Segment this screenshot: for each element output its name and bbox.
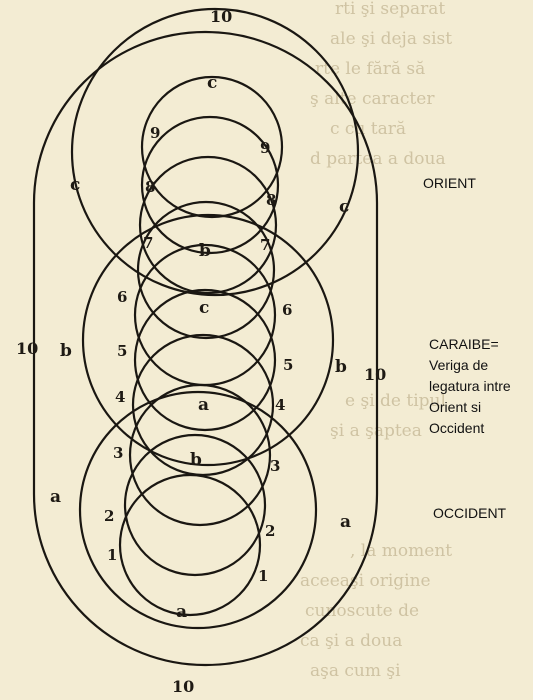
svg-text:ca şi a doua: ca şi a doua: [300, 631, 402, 651]
outer-number-right: 10: [364, 365, 386, 384]
left-number-1: 1: [107, 546, 117, 564]
circle-5: [133, 288, 277, 432]
caraibe-line-1: CARAIBE=: [429, 336, 499, 352]
caraibe-line-3: legatura intre: [429, 378, 511, 394]
circle-3: [128, 383, 272, 527]
right-number-1: 1: [258, 567, 268, 585]
left-number-5: 5: [117, 342, 127, 360]
outer-number-left: 10: [16, 339, 38, 358]
ring-letter-c-left: c: [70, 175, 80, 195]
ring-letter-c-right: c: [339, 197, 349, 217]
circle-c-top: [140, 75, 284, 219]
svg-text:aceeaşi origine: aceeaşi origine: [300, 571, 431, 591]
right-number-6: 6: [282, 301, 292, 319]
center-letter-c-top: c: [207, 73, 217, 93]
occident-annotation: OCCIDENT: [433, 505, 507, 521]
svg-text:rti şi separat: rti şi separat: [335, 0, 445, 19]
caraibe-line-2: Veriga de: [429, 357, 489, 373]
inner-letters-center: c b c a b a: [176, 73, 217, 622]
center-letter-a-middle: a: [198, 395, 209, 415]
circle-c-large: [70, 7, 360, 297]
svg-text:, la moment: , la moment: [350, 541, 452, 561]
ring-letter-b-right: b: [335, 357, 347, 377]
center-letter-b-lower: b: [190, 450, 202, 470]
svg-text:c cu tară: c cu tară: [330, 119, 406, 139]
svg-text:d partea a doua: d partea a doua: [310, 149, 446, 169]
ring-letter-a-right: a: [340, 512, 351, 532]
right-number-3: 3: [270, 457, 280, 475]
center-letter-c-middle: c: [199, 298, 209, 318]
svg-text:ş alte caracter: ş alte caracter: [310, 89, 435, 109]
inner-numbers-right: 9 8 7 6 5 4 3 2 1: [258, 139, 293, 585]
left-number-4: 4: [115, 388, 125, 406]
svg-text:aşa cum şi: aşa cum şi: [310, 661, 401, 681]
outer-ring-letters: c c b b a a: [50, 175, 351, 532]
right-number-8: 8: [266, 191, 276, 209]
circle-1: [118, 473, 262, 617]
right-number-9: 9: [260, 139, 270, 157]
center-letter-a-bottom: a: [176, 602, 187, 622]
background-book-text: rti şi separat ale şi deja sist rte le f…: [300, 0, 452, 681]
inner-numbers-left: 9 8 7 6 5 4 3 2 1: [104, 124, 160, 564]
circle-b-large: [81, 213, 335, 467]
outer-numbers: 10 10 10 10: [16, 7, 386, 696]
left-number-2: 2: [104, 507, 114, 525]
outer-stadium: [32, 30, 379, 667]
circle-9: [140, 115, 280, 255]
right-number-2: 2: [265, 522, 275, 540]
left-number-8: 8: [145, 178, 155, 196]
circle-8: [138, 155, 278, 295]
left-number-7: 7: [143, 234, 153, 252]
caraibe-line-5: Occident: [429, 420, 485, 436]
center-letter-b-upper: b: [199, 241, 211, 261]
caraibe-annotation: CARAIBE= Veriga de legatura intre Orient…: [429, 334, 511, 439]
right-number-7: 7: [260, 236, 270, 254]
right-number-5: 5: [283, 356, 293, 374]
svg-text:rte le fără să: rte le fără să: [315, 59, 425, 79]
ring-letter-b-left: b: [60, 341, 72, 361]
left-number-9: 9: [150, 124, 160, 142]
circle-7: [136, 200, 276, 340]
circle-a-large: [78, 390, 318, 630]
svg-text:ale şi deja sist: ale şi deja sist: [330, 29, 452, 49]
orient-annotation: ORIENT: [423, 175, 476, 191]
left-number-6: 6: [117, 288, 127, 306]
upper-circles: [70, 7, 360, 340]
right-number-4: 4: [275, 396, 285, 414]
outer-number-top: 10: [210, 7, 232, 26]
svg-text:e şi de tipul: e şi de tipul: [345, 391, 446, 411]
left-number-3: 3: [113, 444, 123, 462]
svg-text:cunoscute de: cunoscute de: [305, 601, 419, 621]
lower-circles: [78, 333, 318, 630]
caraibe-line-4: Orient si: [429, 399, 482, 415]
ring-letter-a-left: a: [50, 487, 61, 507]
outer-number-bottom: 10: [172, 677, 194, 696]
circle-2: [123, 433, 267, 577]
circle-4: [131, 333, 275, 477]
